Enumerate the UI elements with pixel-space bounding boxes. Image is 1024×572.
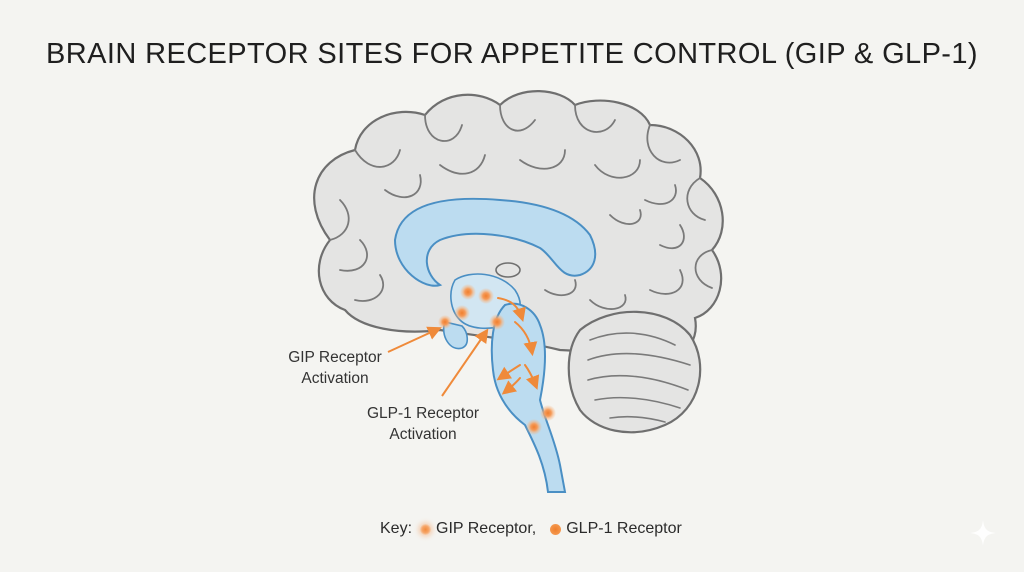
legend: Key: GIP Receptor, GLP-1 Receptor [380, 520, 682, 538]
sparkle-icon [970, 520, 996, 546]
brainstem [490, 302, 567, 493]
legend-prefix: Key: [380, 520, 413, 537]
glp1-receptor-label: GLP-1 Receptor Activation [348, 403, 498, 445]
gip-receptor-site [454, 305, 470, 321]
gip-receptor-sites [438, 284, 494, 329]
cerebellum-folds [587, 332, 691, 423]
glp1-receptor-site [526, 419, 542, 435]
gip-label-line1: GIP Receptor [288, 349, 382, 366]
glp1-receptor-site [489, 314, 505, 330]
legend-glp1-label: GLP-1 Receptor [566, 520, 682, 537]
glp1-label-line1: GLP-1 Receptor [367, 405, 479, 422]
gip-label-line2: Activation [301, 370, 369, 387]
signal-arrows [496, 297, 540, 395]
gip-pointer-arrow [387, 326, 442, 353]
glp1-receptor-sites [489, 314, 556, 435]
gip-receptor-site [478, 288, 494, 304]
glp1-legend-swatch-icon [550, 523, 562, 535]
gip-receptor-site [460, 284, 476, 300]
diagram-title: BRAIN RECEPTOR SITES FOR APPETITE CONTRO… [46, 38, 978, 70]
glp1-receptor-site [540, 405, 556, 421]
pituitary-region [443, 321, 469, 350]
cerebellum [567, 310, 702, 434]
legend-gip-label: GIP Receptor, [436, 520, 537, 537]
thalamus [495, 262, 521, 278]
glp1-label-line2: Activation [389, 426, 457, 443]
glp1-pointer-arrow [441, 328, 489, 397]
gip-legend-swatch-icon [420, 523, 432, 535]
lateral-ventricle [393, 197, 597, 287]
gip-receptor-label: GIP Receptor Activation [270, 347, 400, 389]
gip-receptor-site [438, 315, 452, 329]
